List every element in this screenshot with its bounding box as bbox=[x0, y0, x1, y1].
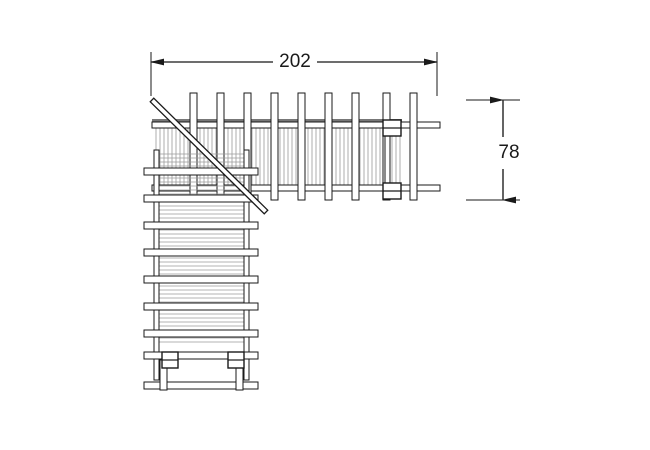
cross-rail bbox=[143, 275, 259, 284]
left-stile bbox=[153, 149, 160, 381]
right-stile bbox=[243, 149, 250, 381]
structure-geometry bbox=[143, 92, 441, 391]
cross-rail bbox=[143, 351, 259, 360]
cross-rail bbox=[143, 194, 259, 203]
cross-rail bbox=[143, 329, 259, 338]
cross-rail bbox=[143, 248, 259, 257]
dimension-horizontal-202: 202 bbox=[150, 51, 438, 96]
cross-rail bbox=[143, 302, 259, 311]
cross-rail bbox=[143, 221, 259, 230]
dimension-label-width: 202 bbox=[279, 51, 311, 72]
standard-post bbox=[270, 92, 279, 201]
standard-post bbox=[216, 92, 225, 201]
diagonal-brace bbox=[149, 97, 269, 215]
dimension-vertical-78: 78 bbox=[466, 96, 520, 204]
standard-post bbox=[297, 92, 306, 201]
dimension-label-height: 78 bbox=[498, 142, 519, 163]
cross-rail bbox=[143, 381, 259, 390]
standard-post bbox=[409, 92, 418, 201]
cross-rail bbox=[143, 167, 259, 176]
standard-post bbox=[324, 92, 333, 201]
standard-post bbox=[351, 92, 360, 201]
